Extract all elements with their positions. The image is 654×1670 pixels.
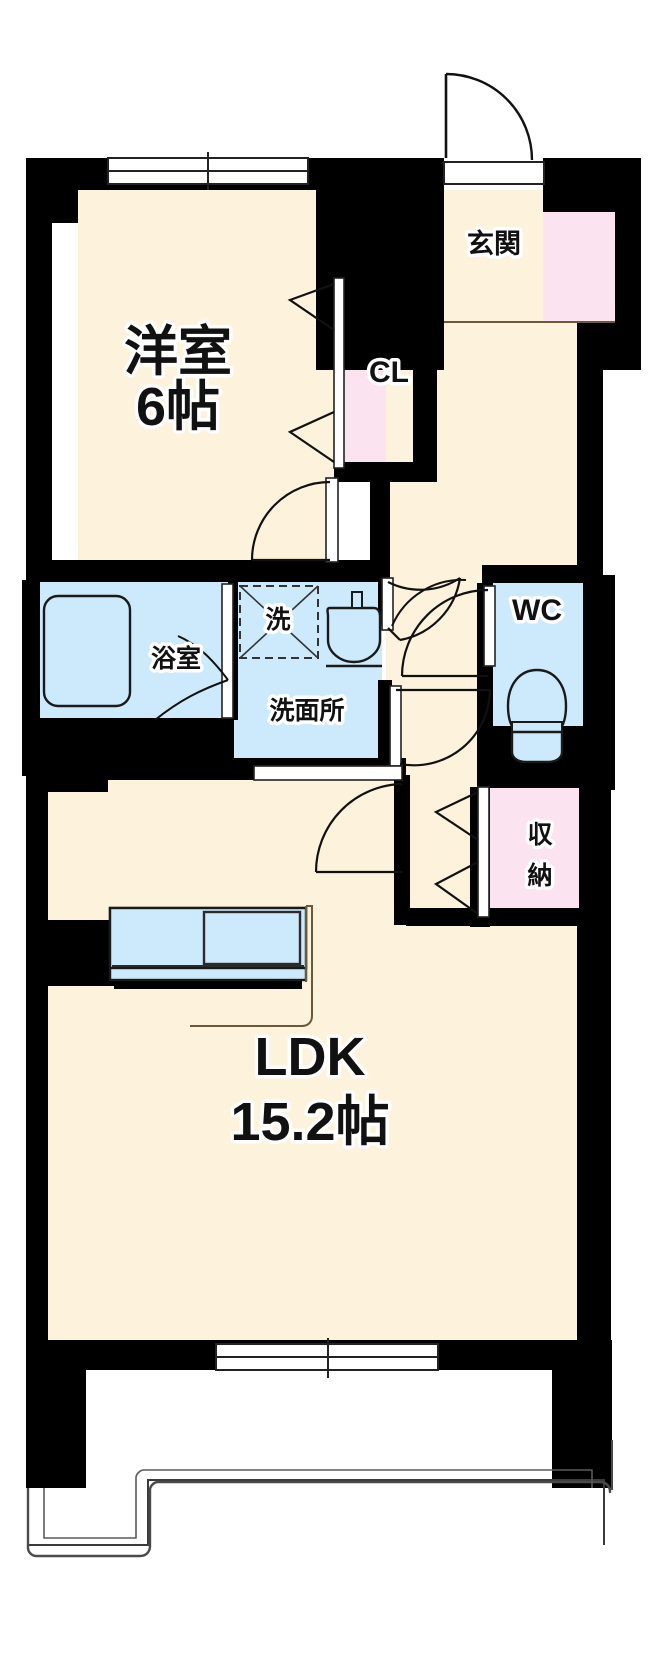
wall-balcony-left xyxy=(26,1340,86,1488)
bedroom-window xyxy=(107,152,309,190)
wall-bedroom-east-lower xyxy=(370,468,390,580)
washer-label: 洗 xyxy=(265,606,290,634)
washing-machine-space xyxy=(239,585,319,659)
wall-right-outer-ldk xyxy=(577,917,611,1357)
sink-basin xyxy=(326,591,382,668)
wall-wc-top xyxy=(482,565,592,583)
storage-door[interactable] xyxy=(433,786,490,918)
toilet-door[interactable] xyxy=(400,585,496,678)
western-room-size-label: 6帖 xyxy=(136,377,220,437)
western-room-label: 洋室 xyxy=(124,322,232,382)
washroom-door-swing xyxy=(391,578,467,627)
kitchen-counter xyxy=(108,905,313,1027)
storage-label-line1: 収 xyxy=(527,821,553,849)
storage-floor xyxy=(489,787,579,917)
ldk-size-label: 15.2帖 xyxy=(230,1092,389,1152)
wall-balcony-right xyxy=(552,1340,612,1488)
toilet-bowl xyxy=(506,668,568,764)
wall-left-outer-ldk xyxy=(26,758,48,1358)
kitchen-counter-edge xyxy=(190,905,313,1027)
bathroom-label: 浴室 xyxy=(151,644,201,673)
bedroom-door[interactable] xyxy=(250,477,339,563)
closet-label: CL xyxy=(369,356,409,389)
ldk-window xyxy=(215,1338,439,1378)
bathtub xyxy=(42,594,132,708)
western-room-floor xyxy=(78,190,334,560)
wall-right-outer-mid xyxy=(577,370,603,580)
wall-bedroom-bottom xyxy=(26,560,386,582)
wall-closet-east xyxy=(413,278,437,478)
ldk-floor-east xyxy=(476,920,577,1355)
entrance-floor xyxy=(444,190,543,322)
entrance-closet-floor xyxy=(543,212,615,322)
wall-top-right xyxy=(543,158,615,212)
washroom-label: 洗面所 xyxy=(269,697,344,725)
entrance-door[interactable] xyxy=(443,72,545,185)
wall-bedroom-closet-top xyxy=(316,158,341,278)
bathroom-door[interactable] xyxy=(154,583,234,721)
wall-washroom-east-lower xyxy=(378,680,392,770)
balcony-railing-outer xyxy=(26,1480,612,1558)
wall-left-outer-upper xyxy=(26,190,52,580)
wall-right-outer-storage xyxy=(579,787,611,927)
ldk-label: LDK xyxy=(255,1027,366,1087)
wall-kitchen-stub xyxy=(36,920,114,986)
entrance-label: 玄関 xyxy=(467,228,521,259)
ldk-entry-door[interactable] xyxy=(253,765,403,874)
toilet-label: WC xyxy=(512,594,562,627)
wall-storage-bottom xyxy=(406,908,586,926)
kitchen-sink xyxy=(202,910,302,966)
wall-entrance-step xyxy=(577,322,641,370)
wall-hall-ldk xyxy=(394,775,410,925)
entrance-hall-floor xyxy=(444,322,577,370)
closet-door[interactable] xyxy=(287,277,345,469)
wall-left-bath-2 xyxy=(22,580,38,730)
balcony-railing-inner xyxy=(43,1469,593,1539)
storage-label-line2: 納 xyxy=(527,861,552,890)
